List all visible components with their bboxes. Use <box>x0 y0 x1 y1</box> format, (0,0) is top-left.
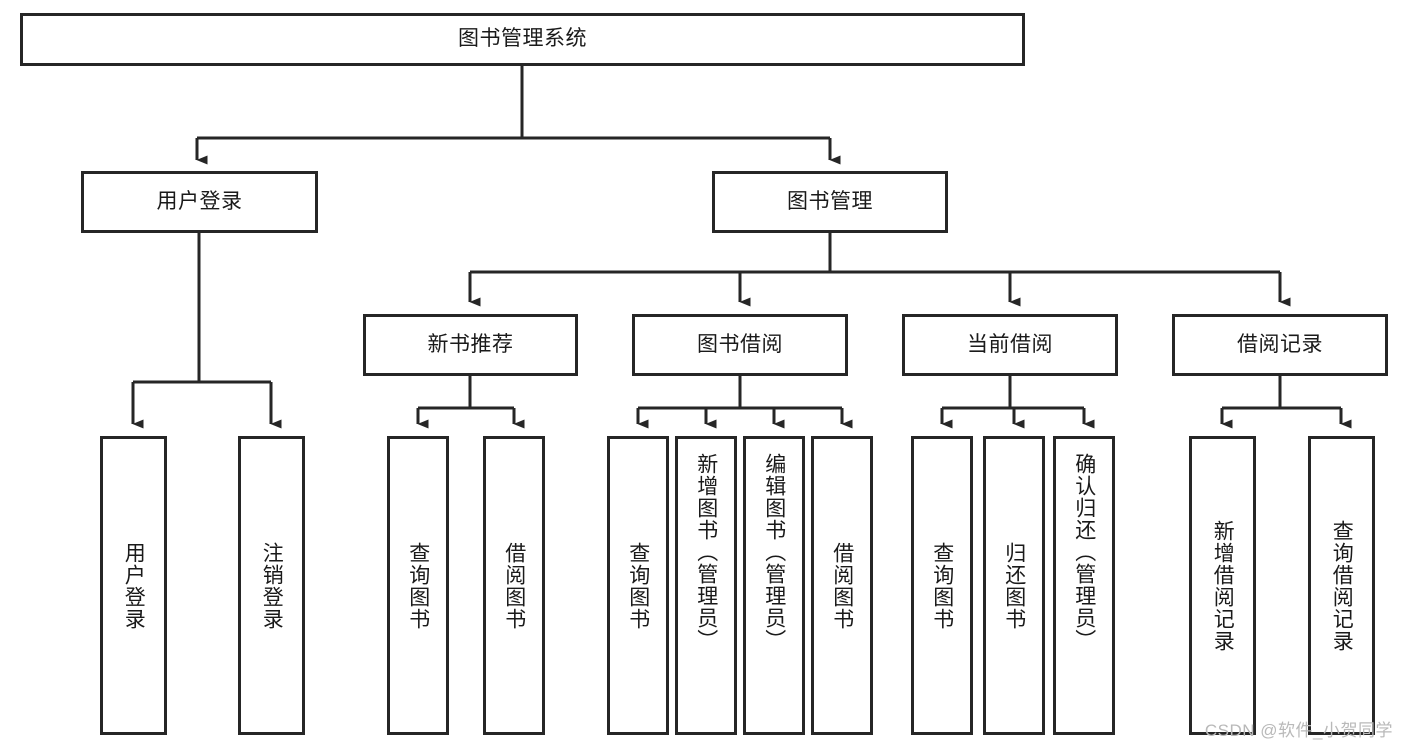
node-user-login[interactable]: 用户登录 <box>81 171 318 233</box>
node-label: 图书管理系统 <box>458 27 587 51</box>
node-label: 查询图书 <box>626 541 650 630</box>
node-label: 借阅图书 <box>830 541 854 630</box>
node-label: 新增图书（管理员） <box>694 453 718 651</box>
node-leaf-borrow-add-book-admin[interactable]: 新增图书（管理员） <box>675 436 737 735</box>
node-label: 新书推荐 <box>427 332 514 356</box>
node-root-system[interactable]: 图书管理系统 <box>20 13 1025 66</box>
node-label: 查询图书 <box>406 541 430 630</box>
node-leaf-recommend-borrow-book[interactable]: 借阅图书 <box>483 436 545 735</box>
node-leaf-current-return-book[interactable]: 归还图书 <box>983 436 1045 735</box>
node-leaf-query-borrow-record[interactable]: 查询借阅记录 <box>1308 436 1375 735</box>
node-label: 借阅图书 <box>502 541 526 630</box>
node-label: 图书管理 <box>787 189 873 213</box>
node-leaf-recommend-query-book[interactable]: 查询图书 <box>387 436 449 735</box>
node-borrow-record[interactable]: 借阅记录 <box>1172 314 1388 376</box>
node-label: 用户登录 <box>122 541 146 630</box>
node-leaf-current-query-book[interactable]: 查询图书 <box>911 436 973 735</box>
node-label: 图书借阅 <box>697 332 783 356</box>
node-label: 注销登录 <box>260 541 284 630</box>
node-new-book-recommend[interactable]: 新书推荐 <box>363 314 578 376</box>
node-current-borrow[interactable]: 当前借阅 <box>902 314 1118 376</box>
node-book-borrow[interactable]: 图书借阅 <box>632 314 848 376</box>
node-leaf-user-logout[interactable]: 注销登录 <box>238 436 305 735</box>
node-leaf-add-borrow-record[interactable]: 新增借阅记录 <box>1189 436 1256 735</box>
node-label: 归还图书 <box>1002 541 1026 630</box>
node-leaf-user-login[interactable]: 用户登录 <box>100 436 167 735</box>
node-label: 查询图书 <box>930 541 954 630</box>
node-leaf-borrow-borrow-book[interactable]: 借阅图书 <box>811 436 873 735</box>
node-label: 借阅记录 <box>1237 332 1323 356</box>
node-label: 查询借阅记录 <box>1330 519 1354 652</box>
node-leaf-borrow-query-book[interactable]: 查询图书 <box>607 436 669 735</box>
csdn-watermark: CSDN @软件_小贺同学 <box>1204 721 1393 740</box>
node-leaf-borrow-edit-book-admin[interactable]: 编辑图书（管理员） <box>743 436 805 735</box>
node-label: 用户登录 <box>156 189 243 213</box>
node-book-manage[interactable]: 图书管理 <box>712 171 948 233</box>
node-label: 当前借阅 <box>967 332 1053 356</box>
node-leaf-current-confirm-return-admin[interactable]: 确认归还（管理员） <box>1053 436 1115 735</box>
node-label: 确认归还（管理员） <box>1072 453 1096 651</box>
node-label: 新增借阅记录 <box>1211 519 1235 652</box>
node-label: 编辑图书（管理员） <box>762 453 786 651</box>
